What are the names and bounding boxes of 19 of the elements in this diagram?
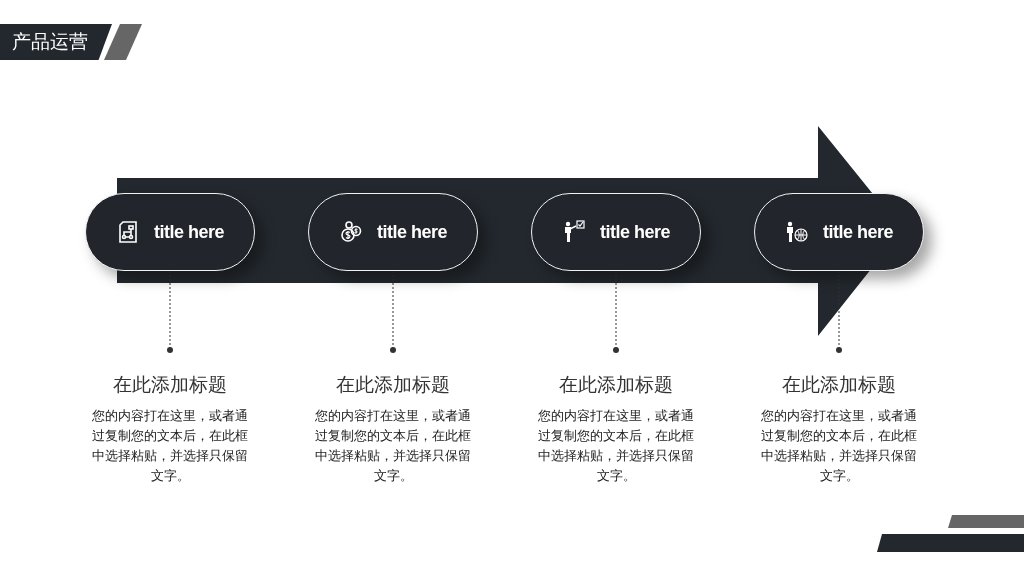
section-heading: 在此添加标题: [336, 373, 450, 397]
title: 产品运营: [11, 30, 88, 54]
leader-line: [390, 270, 396, 353]
description-text: 您的内容打在这里，或者通过复制您的文本后，在此框中选择粘贴，并选择只保留文字。: [314, 408, 472, 485]
section-heading: 在此添加标题: [113, 373, 227, 397]
title-pill: [85, 193, 255, 271]
pill-title: title here: [823, 221, 893, 243]
section-heading: 在此添加标题: [782, 373, 896, 397]
leader-line: [836, 270, 842, 353]
description-text: 您的内容打在这里，或者通过复制您的文本后，在此框中选择粘贴，并选择只保留文字。: [760, 408, 918, 485]
title-pill: [754, 193, 924, 271]
pill-title: title here: [154, 221, 224, 243]
description-text: 您的内容打在这里，或者通过复制您的文本后，在此框中选择粘贴，并选择只保留文字。: [537, 408, 695, 485]
pill-title: title here: [600, 221, 670, 243]
pill-title: title here: [377, 221, 447, 243]
description-text: 您的内容打在这里，或者通过复制您的文本后，在此框中选择粘贴，并选择只保留文字。: [91, 408, 249, 485]
leader-line: [613, 270, 619, 353]
leader-line: [167, 270, 173, 353]
section-heading: 在此添加标题: [559, 373, 673, 397]
